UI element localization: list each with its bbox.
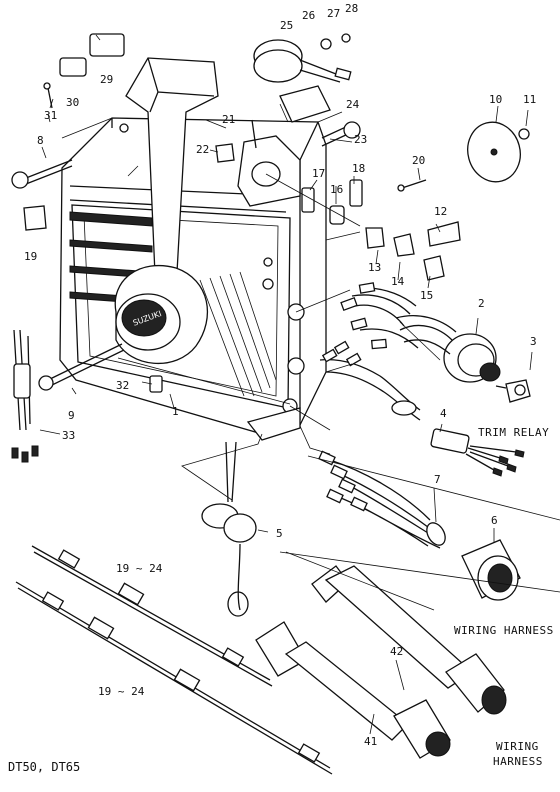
harness-pigtail <box>318 450 446 549</box>
neutral-switch-25-28 <box>253 33 352 83</box>
callout-18: 18 <box>352 162 366 175</box>
callout-6: 6 <box>491 514 498 527</box>
ignition-wires <box>340 282 419 350</box>
callout-15: 15 <box>420 289 434 302</box>
callout-33: 33 <box>62 429 76 442</box>
callout-5: 5 <box>276 527 283 540</box>
gear-bracket-21-22 <box>215 119 301 207</box>
callout-23: 23 <box>354 133 368 146</box>
bolt-9 <box>38 343 125 391</box>
callout-22: 22 <box>196 143 210 156</box>
ignition-switch <box>395 315 501 383</box>
callout-19-24-lower: 19 ~ 24 <box>98 685 145 698</box>
control-cable-lower <box>15 581 333 775</box>
stop-switch-5 <box>201 441 257 617</box>
wiring-harness-caption-1: WIRING HARNESS <box>454 624 554 637</box>
mirror-disc-10-11 <box>467 121 530 183</box>
callout-8: 8 <box>37 134 44 147</box>
callout-30: 30 <box>66 96 80 109</box>
callout-31: 31 <box>44 109 58 122</box>
control-lever: SUZUKI <box>114 57 219 365</box>
callout-28: 28 <box>345 2 359 15</box>
callout-14: 14 <box>391 275 405 288</box>
callout-25: 25 <box>280 19 294 32</box>
callout-2: 2 <box>478 297 485 310</box>
left-small-parts-8-19-31 <box>11 159 73 231</box>
callout-21: 21 <box>222 113 236 126</box>
callout-16: 16 <box>330 183 344 196</box>
callout-42: 42 <box>390 645 404 658</box>
callout-24: 24 <box>346 98 360 111</box>
callout-1: 1 <box>172 405 179 418</box>
ignition-key <box>495 379 531 403</box>
wiring-harness-caption-2-line2: HARNESS <box>493 755 543 768</box>
callout-9: 9 <box>68 409 75 422</box>
callout-4: 4 <box>440 407 447 420</box>
callout-26: 26 <box>302 9 316 22</box>
wiring-harness-caption-2-line1: WIRING <box>496 740 539 753</box>
callout-11: 11 <box>523 93 537 106</box>
callout-19-24-upper: 19 ~ 24 <box>116 562 163 575</box>
trim-relay <box>430 428 525 477</box>
callout-10: 10 <box>489 93 503 106</box>
fuse-holder-33 <box>11 329 39 463</box>
friction-plate-24 <box>279 85 331 123</box>
callout-17: 17 <box>312 167 326 180</box>
shaft-bolt-23 <box>321 121 361 147</box>
control-cable-upper <box>31 545 273 687</box>
harness-connector-6 <box>461 539 521 601</box>
callout-13: 13 <box>368 261 382 274</box>
wiring-harness-42 <box>311 565 507 715</box>
callout-12: 12 <box>434 205 448 218</box>
wiring-harness-41 <box>255 621 451 759</box>
callout-29: 29 <box>100 73 114 86</box>
callout-41: 41 <box>364 735 378 748</box>
callout-3: 3 <box>530 335 537 348</box>
callout-27: 27 <box>327 7 341 20</box>
switch-leads <box>319 340 421 421</box>
trim-relay-caption: TRIM RELAY <box>478 426 550 439</box>
top-left-switch-29-30 <box>43 33 125 109</box>
callout-19: 19 <box>24 250 38 263</box>
callout-32: 32 <box>116 379 130 392</box>
callout-7: 7 <box>434 473 441 486</box>
small-parts-13-20 <box>301 179 461 281</box>
model-label: DT50, DT65 <box>8 760 81 774</box>
leader-lines <box>39 34 560 735</box>
callout-20: 20 <box>412 154 426 167</box>
